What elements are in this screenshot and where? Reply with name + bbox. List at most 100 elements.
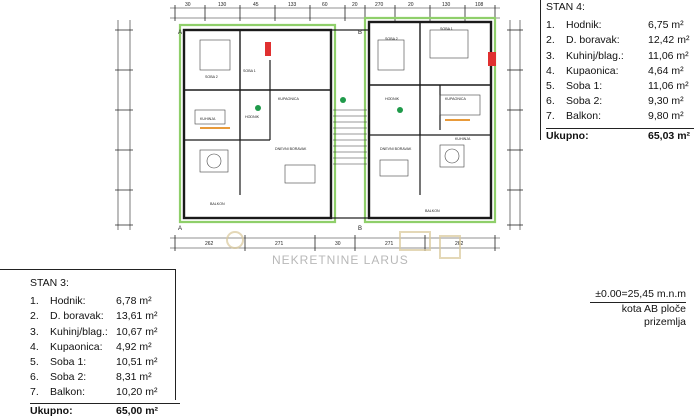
stan4-total-row: Ukupno: 65,03 m² (546, 127, 694, 144)
room-row: 3.Kuhinj/blag.:11,06 m² (546, 49, 694, 64)
watermark-text: NEKRETNINE LARUS (272, 253, 409, 267)
room-tag: KUPAONICA (278, 97, 300, 101)
room-tag: KUHINJA (200, 117, 216, 121)
room-area: 10,51 m² (116, 356, 158, 369)
room-name: D. boravak: (566, 34, 620, 47)
dim-label: 30 (185, 2, 191, 8)
stan4-area-table: STAN 4: 1.Hodnik:6,75 m² 2.D. boravak:12… (546, 0, 694, 144)
room-tag: BALKON (210, 202, 225, 206)
staircase (333, 109, 367, 165)
dim-label: 271 (385, 241, 394, 247)
total-value: 65,00 m² (116, 404, 159, 417)
room-name: Soba 1: (566, 80, 603, 93)
room-area: 4,64 m² (648, 64, 684, 77)
section-mark: B (358, 30, 362, 36)
room-area: 6,75 m² (648, 19, 684, 32)
room-name: Soba 2: (50, 371, 87, 384)
room-name: Hodnik: (566, 19, 602, 32)
room-row: 6. Soba 2: 9,30 m² (546, 94, 694, 109)
room-name: Kuhinj/blag.: (50, 325, 108, 338)
room-tag: SOBA 1 (243, 69, 256, 73)
room-number: 2. (546, 34, 555, 47)
room-number: 1. (546, 19, 555, 32)
room-name: D. boravak: (50, 310, 104, 323)
room-area: 8,31 m² (116, 371, 152, 384)
stan3-area-table: STAN 3: 1.Hodnik:6,78 m² 2.D. boravak:13… (30, 276, 180, 419)
room-number: 2. (30, 310, 39, 323)
room-area: 4,92 m² (116, 340, 152, 353)
legend-divider (0, 269, 175, 270)
room-area: 9,80 m² (648, 110, 684, 123)
room-row: 3. Kuhinj/blag.: 10,67 m² (30, 325, 180, 340)
room-area: 11,06 m² (648, 80, 689, 93)
room-number: 7. (546, 110, 555, 123)
room-number: 3. (30, 325, 39, 338)
dimension-lines (115, 5, 523, 251)
total-value: 65,03 m² (648, 129, 691, 142)
room-row: 4. Kupaonica: 4,64 m² (546, 64, 694, 79)
room-area: 10,67 m² (116, 325, 158, 338)
dim-label: 45 (253, 2, 259, 8)
room-row: 5. Soba 1: 11,06 m² (546, 79, 694, 94)
room-name: Kupaonica: (566, 64, 619, 77)
room-row: 2.D. boravak:12,42 m² (546, 33, 694, 48)
room-name: Kuhinj/blag.: (566, 49, 624, 62)
room-name: Kupaonica: (50, 340, 103, 353)
dim-label: 108 (475, 2, 484, 8)
dim-label: 30 (335, 241, 341, 247)
room-tag: HODNIK (385, 97, 400, 101)
legend-divider (175, 269, 176, 400)
balcony-outlines (178, 16, 497, 224)
room-tag: DNEVNI BORAVAK (275, 147, 307, 151)
room-row: 2.D. boravak:13,61 m² (30, 309, 180, 324)
section-mark: B (358, 226, 362, 232)
room-name: Hodnik: (50, 295, 86, 308)
room-tag: HODNIK (245, 115, 260, 119)
room-tag: DNEVNI BORAVAK (380, 147, 412, 151)
walls (182, 20, 493, 220)
dim-label: 20 (352, 2, 358, 8)
room-tags: SOBA 2 SOBA 1 KUPAONICA HODNIK KUHINJA D… (200, 27, 471, 213)
room-area: 6,78 m² (116, 295, 152, 308)
total-label: Ukupno: (30, 404, 73, 417)
dim-label: 271 (275, 241, 284, 247)
room-number: 6. (30, 371, 39, 384)
room-row: 5.Soba 1:10,51 m² (30, 355, 180, 370)
elevation-note: ±0.00=25,45 m.n.m kota AB ploče prizemlj… (590, 288, 686, 329)
room-number: 1. (30, 295, 39, 308)
electrical-symbols (200, 42, 496, 129)
room-number: 4. (30, 340, 39, 353)
room-name: Soba 2: (566, 95, 603, 108)
dim-label: 60 (322, 2, 328, 8)
dim-label: 262 (205, 241, 214, 247)
room-number: 7. (30, 386, 39, 399)
room-number: 4. (546, 64, 555, 77)
total-label: Ukupno: (546, 129, 589, 142)
dim-label: 270 (375, 2, 384, 8)
furniture (194, 29, 481, 184)
dim-label: 130 (218, 2, 227, 8)
stan3-total-row: Ukupno: 65,00 m² (30, 402, 180, 419)
room-tag: SOBA 2 (205, 75, 218, 79)
room-area: 11,06 m² (648, 49, 689, 62)
dim-label: 130 (442, 2, 451, 8)
elevation-level: ±0.00=25,45 m.n.m (590, 288, 686, 303)
room-area: 10,20 m² (116, 386, 158, 399)
floor-plan-drawing: 30 130 45 133 60 20 270 20 130 108 262 2… (115, 2, 523, 259)
room-row: 1. Hodnik: 6,78 m² (30, 294, 180, 309)
room-area: 9,30 m² (648, 95, 684, 108)
room-name: Balkon: (50, 386, 86, 399)
room-tag: SOBA 1 (440, 27, 453, 31)
watermark-logo (226, 231, 461, 259)
room-number: 5. (30, 356, 39, 369)
dim-label: 133 (288, 2, 297, 8)
dimension-texts: 30 130 45 133 60 20 270 20 130 108 262 2… (185, 2, 484, 247)
room-tag: SOBA 2 (385, 37, 398, 41)
room-number: 6. (546, 95, 555, 108)
room-row: 1. Hodnik: 6,75 m² (546, 18, 694, 33)
section-mark: A (178, 226, 182, 232)
room-tag: KUHINJA (455, 137, 471, 141)
stan4-title: STAN 4: (546, 1, 585, 13)
room-number: 5. (546, 80, 555, 93)
room-tag: BALKON (425, 209, 440, 213)
